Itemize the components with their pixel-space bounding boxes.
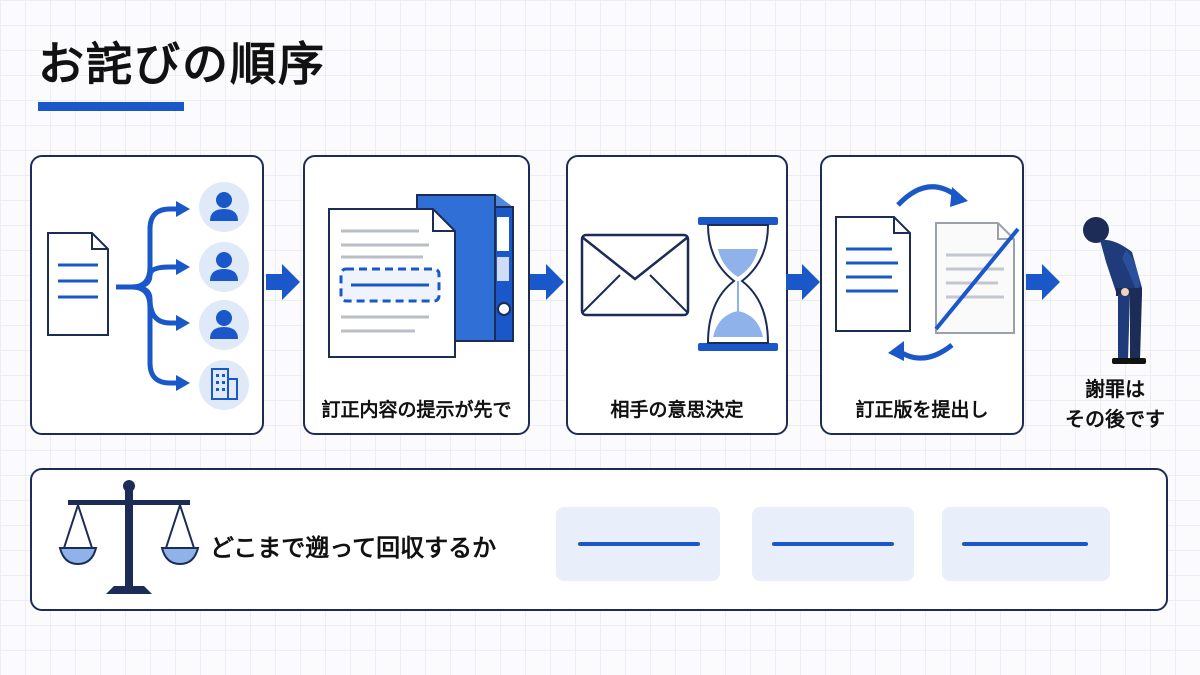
person-icon (199, 300, 249, 350)
blank-option (556, 507, 720, 581)
step-card-correction: 訂正内容の提示が先で (303, 155, 530, 435)
flow-arrow (786, 262, 822, 302)
final-message: 謝罪は その後です (1050, 374, 1180, 434)
final-line: その後です (1065, 407, 1165, 431)
blank-option (752, 507, 914, 581)
envelope-icon (580, 233, 690, 317)
person-icon (199, 182, 249, 232)
branch-arrows-icon (116, 206, 177, 386)
step-label: 訂正版を提出し (855, 399, 989, 421)
final-line: 謝罪は (1085, 377, 1145, 401)
document-icon (835, 216, 911, 332)
page-title: お詫びの順序 (38, 37, 326, 91)
document-icon (328, 208, 456, 358)
flow-arrow (530, 262, 566, 302)
document-icon (47, 232, 109, 336)
step-label: 相手の意思決定 (610, 399, 744, 421)
blank-option (942, 507, 1110, 581)
struck-document-icon (934, 222, 1020, 334)
person-icon (199, 242, 249, 292)
step-card-decision: 相手の意思決定 (566, 155, 788, 435)
step-label: 訂正内容の提示が先で (321, 399, 512, 421)
flow-arrow (266, 262, 302, 302)
step-card-submit: 訂正版を提出し (820, 155, 1024, 435)
blank-line (578, 542, 700, 546)
blank-line (962, 542, 1088, 546)
blank-line (772, 542, 894, 546)
step-card-distribution (30, 155, 264, 435)
title-underline (38, 102, 184, 111)
scale-icon (56, 478, 206, 602)
cycle-arrows-icon (888, 184, 968, 361)
bowing-person-icon (1070, 208, 1170, 368)
recall-scope-label: どこまで遡って回収するか (210, 534, 497, 562)
flow-arrow (1026, 262, 1062, 302)
hourglass-icon (698, 217, 778, 351)
building-icon (199, 360, 249, 410)
